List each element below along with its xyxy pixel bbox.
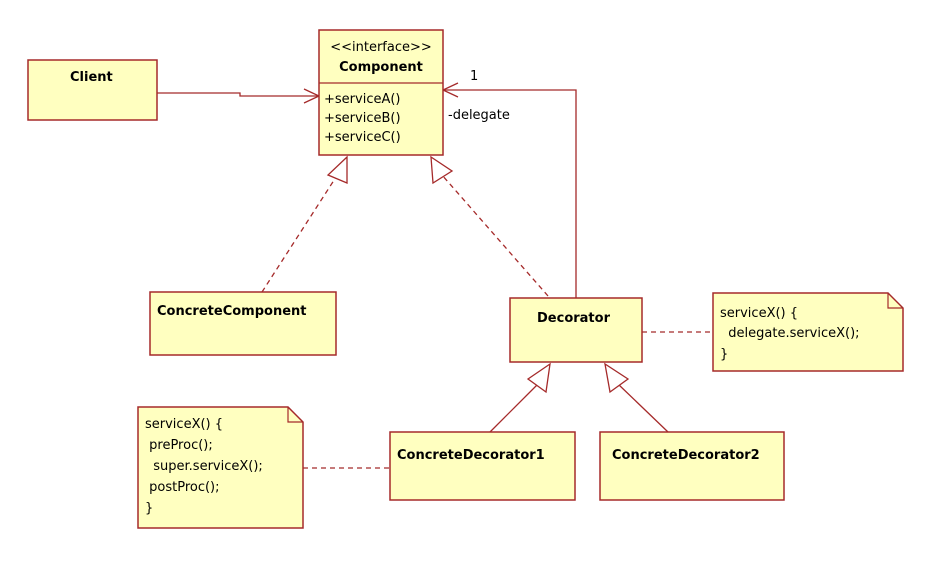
class-name: ConcreteComponent	[157, 304, 307, 319]
client-component-association	[157, 92, 319, 97]
class-name: Client	[70, 70, 113, 85]
delegate-association	[443, 89, 577, 298]
decorator1-generalization	[489, 383, 539, 433]
class-component[interactable]: <<interface>> Component +serviceA() +ser…	[318, 29, 444, 156]
note-line: }	[145, 501, 153, 516]
hollow-triangle-icon	[526, 362, 551, 394]
multiplicity-label: 1	[470, 69, 478, 84]
note-concrete-decorator1[interactable]: serviceX() { preProc(); super.serviceX()…	[137, 406, 304, 529]
note-line: }	[720, 347, 728, 362]
class-name: ConcreteDecorator1	[397, 448, 545, 463]
class-concrete-component[interactable]: ConcreteComponent	[149, 291, 337, 356]
class-concrete-decorator2[interactable]: ConcreteDecorator2	[599, 431, 785, 501]
stereotype: <<interface>>	[330, 40, 432, 55]
hollow-triangle-icon	[326, 155, 348, 184]
class-client[interactable]: Client	[27, 59, 158, 121]
class-name: ConcreteDecorator2	[612, 448, 760, 463]
class-concrete-decorator1[interactable]: ConcreteDecorator1	[389, 431, 576, 501]
class-name: Decorator	[537, 311, 611, 326]
decorator2-generalization	[617, 383, 669, 433]
class-name: Component	[339, 60, 423, 75]
operation: +serviceC()	[324, 130, 401, 145]
role-label: -delegate	[448, 108, 510, 123]
note-decorator[interactable]: serviceX() { delegate.serviceX(); }	[712, 292, 904, 372]
connectors	[157, 82, 713, 469]
operation: +serviceB()	[324, 111, 401, 126]
note-line: delegate.serviceX();	[720, 326, 860, 341]
hollow-triangle-icon	[430, 155, 454, 185]
operation: +serviceA()	[324, 92, 401, 107]
concrete-component-realization	[261, 173, 339, 293]
note-line: preProc();	[145, 438, 213, 453]
note-line: serviceX() {	[145, 417, 223, 432]
decorator-realization	[441, 174, 549, 297]
note-line: super.serviceX();	[145, 459, 263, 474]
note-line: serviceX() {	[720, 306, 798, 321]
hollow-triangle-icon	[604, 362, 630, 394]
note-line: postProc();	[145, 480, 220, 495]
class-decorator[interactable]: Decorator	[509, 297, 643, 363]
